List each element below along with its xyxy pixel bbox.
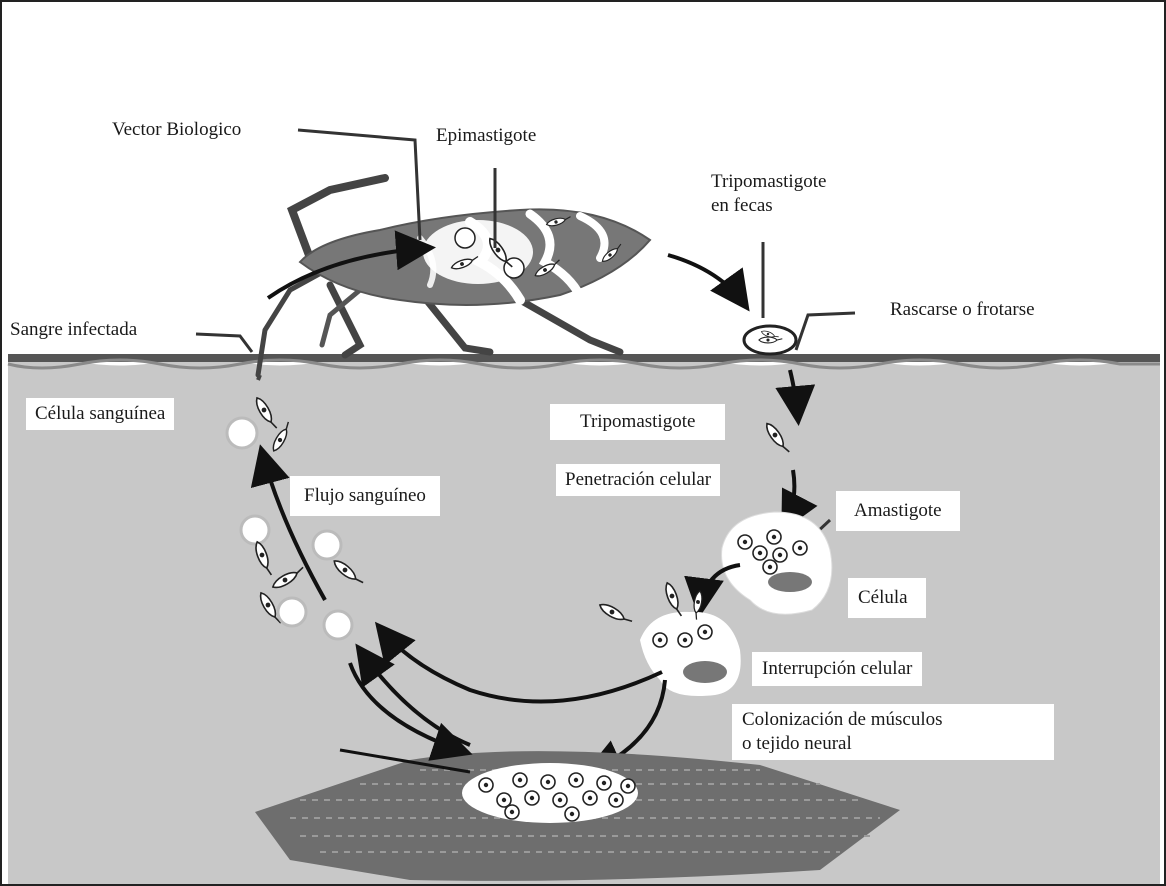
label-amastigote: Amastigote	[836, 491, 960, 531]
label-colonizacion: Colonización de músculos o tejido neural	[732, 704, 1054, 760]
label-penetracion-celular: Penetración celular	[556, 464, 720, 496]
label-tripomastigote: Tripomastigote	[550, 404, 725, 440]
label-rascarse: Rascarse o frotarse	[890, 298, 1035, 322]
label-flujo-sanguineo: Flujo sanguíneo	[290, 476, 440, 516]
label-colonizacion-line1: Colonización de músculos	[742, 708, 1044, 732]
feces-drop	[744, 326, 796, 354]
label-colonizacion-line2: o tejido neural	[742, 732, 1044, 756]
label-tripomastigote-fecas-line2: en fecas	[711, 194, 831, 218]
label-celula-sanguinea: Célula sanguínea	[26, 398, 174, 430]
label-celula: Célula	[848, 578, 926, 618]
label-tripomastigote-fecas: Tripomastigote en fecas	[711, 170, 831, 218]
label-epimastigote: Epimastigote	[436, 124, 536, 148]
label-interrupcion-celular: Interrupción celular	[752, 652, 922, 686]
label-sangre-infectada: Sangre infectada	[10, 318, 137, 342]
label-vector: Vector Biologico	[112, 118, 241, 142]
label-tripomastigote-fecas-line1: Tripomastigote	[711, 170, 831, 194]
